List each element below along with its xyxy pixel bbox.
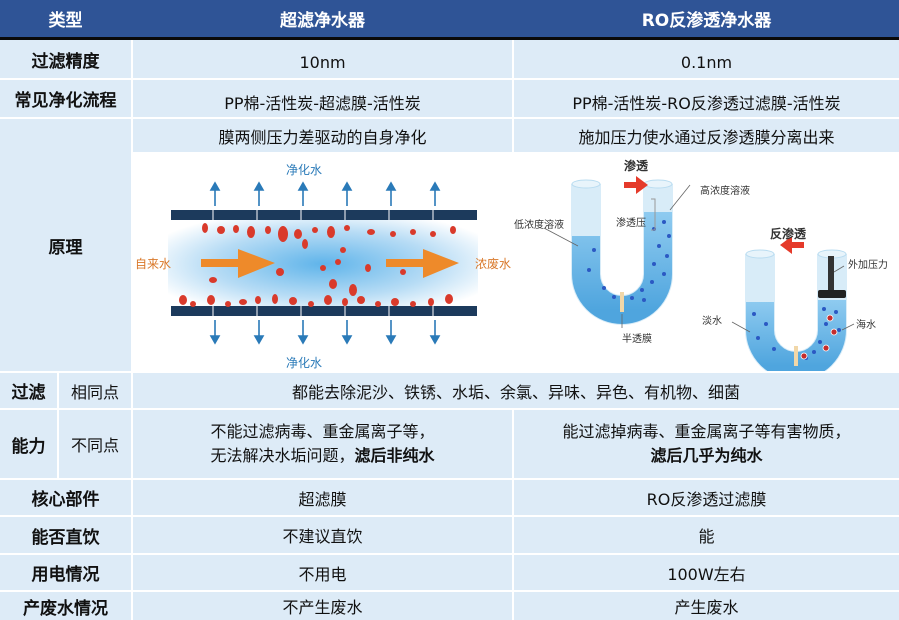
- row-label-principle: 原理: [0, 119, 131, 371]
- sublabel-diff: 不同点: [59, 410, 131, 478]
- ro-high-conc-label: 高浓度溶液: [700, 184, 750, 197]
- ro-waste: 产生废水: [514, 592, 899, 620]
- ro-osmosis-title: 渗透: [624, 158, 649, 173]
- uf-waste: 不产生废水: [133, 592, 512, 620]
- uf-precision: 10nm: [133, 40, 512, 78]
- ro-fresh-water-label: 淡水: [702, 315, 722, 327]
- row-label-power: 用电情况: [0, 555, 131, 590]
- sublabel-same: 相同点: [59, 373, 131, 408]
- row-label-waste: 产废水情况: [0, 592, 131, 620]
- uf-principle-diagram: 净化水 净化水 自来水 浓废水: [133, 154, 512, 371]
- uf-diff-line2-plain: 无法解决水垢问题，: [210, 446, 355, 465]
- uf-diff-line2: 无法解决水垢问题，滤后非纯水: [210, 444, 434, 468]
- uf-diff-line1: 不能过滤病毒、重金属离子等，: [210, 422, 435, 441]
- ro-precision: 0.1nm: [514, 40, 899, 78]
- uf-principle-text: 膜两侧压力差驱动的自身净化: [133, 119, 512, 152]
- table-header: [0, 0, 899, 40]
- uf-top-label: 净化水: [286, 163, 322, 177]
- ro-membrane-label: 半透膜: [622, 332, 652, 345]
- uf-core: 超滤膜: [133, 480, 512, 515]
- uf-drink: 不建议直饮: [133, 517, 512, 553]
- ro-principle-diagram: 渗透 高浓度溶液 低浓度溶液 渗透压 半透膜 反渗透 外加压力 淡水 海水: [514, 154, 899, 371]
- row-label-ability-top: 过滤: [0, 373, 57, 408]
- ability-same-text: 都能去除泥沙、铁锈、水垢、余氯、异味、异色、有机物、细菌: [133, 373, 899, 408]
- header-ultrafiltration: 超滤净水器: [280, 11, 365, 31]
- header-type: 类型: [48, 11, 83, 31]
- uf-right-label: 浓废水: [475, 256, 511, 271]
- uf-power: 不用电: [133, 555, 512, 590]
- row-label-core: 核心部件: [0, 480, 131, 515]
- ro-diff-line1: 能过滤掉病毒、重金属离子等有害物质，: [562, 422, 851, 441]
- ro-sea-water-label: 海水: [856, 318, 876, 331]
- uf-left-label: 自来水: [135, 257, 171, 271]
- uf-ability-diff: 不能过滤病毒、重金属离子等， 无法解决水垢问题，滤后非纯水: [133, 410, 512, 478]
- uf-process: PP棉-活性炭-超滤膜-活性炭: [133, 80, 512, 117]
- row-label-precision: 过滤精度: [0, 40, 131, 78]
- ro-core: RO反渗透过滤膜: [514, 480, 899, 515]
- ro-diff-line2-bold: 滤后几乎为纯水: [650, 446, 763, 465]
- ro-principle-text: 施加压力使水通过反渗透膜分离出来: [514, 119, 899, 152]
- uf-diff-line2-bold: 滤后非纯水: [354, 446, 435, 465]
- header-ro: RO反渗透净水器: [641, 11, 772, 31]
- row-label-process: 常见净化流程: [0, 80, 131, 117]
- ro-drink: 能: [514, 517, 899, 553]
- ro-osmotic-pressure-label: 渗透压: [616, 216, 646, 229]
- row-label-ability-bottom: 能力: [0, 410, 57, 478]
- row-label-drink: 能否直饮: [0, 517, 131, 553]
- ro-process: PP棉-活性炭-RO反渗透过滤膜-活性炭: [514, 80, 899, 117]
- ro-ability-diff: 能过滤掉病毒、重金属离子等有害物质， 滤后几乎为纯水: [514, 410, 899, 478]
- ro-low-conc-label: 低浓度溶液: [514, 218, 564, 231]
- ro-power: 100W左右: [514, 555, 899, 590]
- ro-reverse-title: 反渗透: [770, 226, 807, 241]
- uf-bottom-label: 净化水: [286, 356, 322, 370]
- ro-external-pressure-label: 外加压力: [848, 258, 888, 271]
